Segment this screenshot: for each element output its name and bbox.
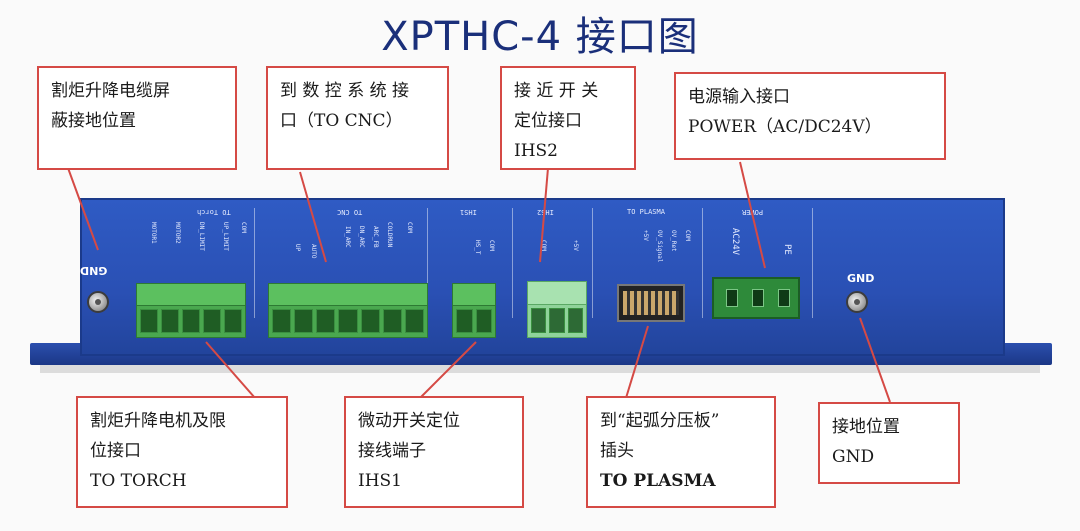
arrow-torch-shield-ground [67, 167, 99, 251]
pin-label: DN_ARC [358, 226, 365, 248]
callout-torch-shield-ground: 割炬升降电缆屏 蔽接地位置 [37, 66, 237, 170]
arrow-ihs1 [419, 341, 477, 399]
pin-label: OV_Signal [656, 230, 663, 263]
callout-line: TO PLASMA [600, 471, 716, 491]
callout-line: IHS1 [358, 471, 403, 491]
pin-label: UP [294, 244, 301, 252]
panel-divider [812, 208, 813, 318]
callout-line: 割炬升降电机及限 [90, 411, 226, 431]
callout-line: 到 数 控 系 统 接 [280, 81, 410, 101]
arrow-ground [859, 317, 891, 403]
callout-line: 到“起弧分压板” [600, 411, 720, 431]
arrow-proximity [539, 167, 549, 263]
left-ground-screw [87, 291, 109, 313]
pin-label: UP_LIMIT [222, 222, 229, 251]
pin-label: +5V [642, 230, 649, 241]
pin-label: +5V [572, 240, 579, 251]
panel-divider [512, 208, 513, 318]
pin-label: IN_ARC [344, 226, 351, 248]
callout-proximity: 接 近 开 关 定位接口 IHS2 [500, 66, 636, 170]
panel-divider [254, 208, 255, 318]
pin-label: HS_T [474, 240, 481, 255]
pin-label: ARC_FB [372, 226, 379, 248]
callout-line: IHS2 [514, 141, 559, 161]
callout-line: 接线端子 [358, 441, 426, 461]
pin-label: MOTOR1 [150, 222, 157, 244]
callout-line: 接地位置 [832, 417, 900, 437]
pin-label: COM [488, 240, 495, 251]
pin-label: PE [782, 244, 792, 255]
pin-label: MOTOR2 [174, 222, 181, 244]
cnc-terminal-block [268, 283, 428, 338]
ihs2-terminal-block [527, 281, 587, 338]
pin-label: AUTO [310, 244, 317, 259]
callout-torch-motor: 割炬升降电机及限 位接口 TO TORCH [76, 396, 288, 508]
callout-cnc: 到 数 控 系 统 接 口（TO CNC） [266, 66, 449, 170]
callout-line: 位接口 [90, 441, 141, 461]
callout-ihs1: 微动开关定位 接线端子 IHS1 [344, 396, 524, 508]
pin-label: COM [240, 222, 247, 233]
torch-terminal-block [136, 283, 246, 338]
callout-line: 口（TO CNC） [280, 111, 403, 131]
pin-label: COLDRUN [386, 222, 393, 248]
callout-plasma: 到“起弧分压板” 插头 TO PLASMA [586, 396, 776, 508]
pin-label: COM [406, 222, 413, 233]
flange-shadow [40, 365, 1040, 373]
callout-line: 接 近 开 关 [514, 81, 599, 101]
pin-label: COM [540, 240, 547, 251]
board-label-to-plasma: TO PLASMA [627, 208, 665, 216]
callout-line: 蔽接地位置 [51, 111, 136, 131]
callout-line: GND [832, 447, 875, 467]
pin-label: DN_LIMIT [198, 222, 205, 251]
callout-line: 割炬升降电缆屏 [51, 81, 170, 101]
board-gnd-right: GND [847, 272, 875, 285]
panel-divider [592, 208, 593, 318]
ihs1-terminal-block [452, 283, 496, 338]
plasma-plug-connector [617, 284, 685, 322]
callout-line: POWER（AC/DC24V） [688, 117, 882, 137]
callout-ground: 接地位置 GND [818, 402, 960, 484]
callout-line: 定位接口 [514, 111, 582, 131]
right-ground-screw [846, 291, 868, 313]
power-connector [712, 277, 800, 319]
callout-line: 电源输入接口 [688, 87, 790, 107]
arrow-power [739, 161, 766, 269]
arrow-torch-motor [205, 341, 256, 399]
panel-divider [702, 208, 703, 318]
pin-label: COM [684, 230, 691, 241]
callout-line: 插头 [600, 441, 634, 461]
callout-line: 微动开关定位 [358, 411, 460, 431]
panel-divider [427, 208, 428, 318]
arrow-plasma [625, 325, 649, 399]
page-title: XPTHC-4 接口图 [381, 14, 699, 60]
arrow-cnc [299, 171, 327, 263]
callout-line: TO TORCH [90, 471, 187, 491]
pin-label: AC24V [730, 228, 740, 256]
pin-label: OV_Ret [670, 230, 677, 252]
callout-power: 电源输入接口 POWER（AC/DC24V） [674, 72, 946, 160]
